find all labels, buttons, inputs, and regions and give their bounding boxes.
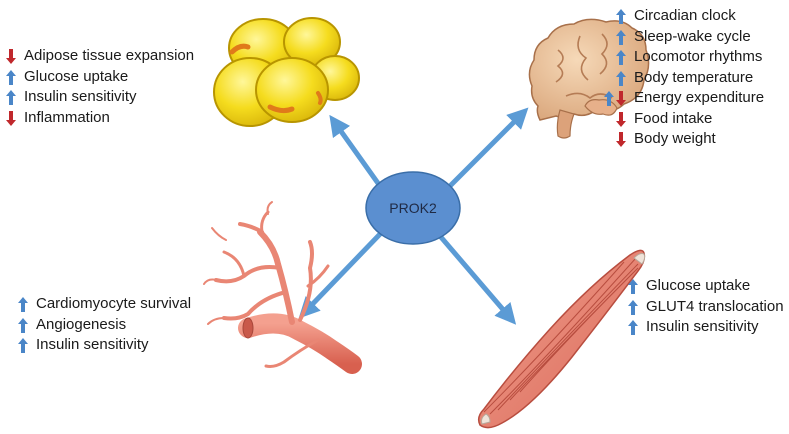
adipose-effect-item: Adipose tissue expansion: [4, 46, 194, 67]
muscle-effect-item: GLUT4 translocation: [626, 297, 784, 318]
adipose-effect-label: Inflammation: [24, 108, 110, 126]
prok2-node: [365, 171, 461, 245]
arrow-up-icon: [616, 9, 626, 24]
vessel-effect-item: Cardiomyocyte survival: [16, 294, 191, 315]
brain-effect-item: Energy expenditure: [604, 88, 765, 109]
brain-effect-item: Locomotor rhythms: [614, 47, 764, 68]
arrow-down-icon: [616, 132, 626, 147]
brain-effect-label: Body weight: [634, 130, 716, 147]
muscle-effect-item: Glucose uptake: [626, 276, 784, 297]
adipose-effect-item: Inflammation: [4, 108, 194, 129]
arrow-up-icon: [628, 279, 638, 294]
brain-effect-label: Energy expenditure: [634, 89, 765, 106]
vessel-effect-label: Cardiomyocyte survival: [36, 295, 192, 312]
brain-effect-item: Food intake: [614, 109, 764, 130]
brain-effect-label: Locomotor rhythms: [634, 48, 763, 65]
arrow-to-brain: [448, 107, 529, 188]
arrow-up-down-icon: [604, 91, 628, 106]
arrow-up-icon: [628, 320, 638, 335]
connector-arrows: [298, 107, 529, 325]
arrow-up-icon: [628, 299, 638, 315]
muscle-effect-item: Insulin sensitivity: [626, 317, 784, 338]
muscle-effect-label: Glucose uptake: [646, 277, 751, 294]
arrow-up-icon: [18, 317, 28, 333]
adipose-effect-item: Glucose uptake: [4, 67, 194, 88]
muscle-effect-label: GLUT4 translocation: [646, 297, 784, 315]
vessel-effect-item: Insulin sensitivity: [16, 335, 191, 356]
adipose-effect-item: Insulin sensitivity: [4, 87, 194, 108]
vessel-effect-label: Angiogenesis: [36, 315, 127, 333]
adipose-effect-label: Glucose uptake: [24, 67, 129, 85]
adipose-cells-illustration: [213, 17, 360, 127]
vessel-effect-item: Angiogenesis: [16, 315, 191, 336]
brain-effect-label: Food intake: [634, 109, 713, 127]
arrow-up-icon: [18, 338, 28, 353]
adipose-effect-label: Insulin sensitivity: [24, 88, 137, 105]
muscle-effect-label: Insulin sensitivity: [646, 318, 759, 335]
arrow-up-icon: [616, 29, 626, 45]
brain-effect-item: Circadian clock: [614, 6, 764, 27]
arrow-up-icon: [18, 297, 28, 312]
brain-effect-label: Sleep-wake cycle: [634, 27, 751, 45]
brain-effect-label: Circadian clock: [634, 7, 736, 24]
arrow-up-icon: [616, 70, 626, 86]
arrow-up-icon: [6, 69, 16, 85]
arrow-to-adipose: [329, 114, 383, 188]
brain-effect-item: Sleep-wake cycle: [614, 27, 764, 48]
prok2-label: PROK2: [389, 200, 437, 216]
adipose-effect-label: Adipose tissue expansion: [24, 47, 195, 64]
brain-effect-item: Body weight: [614, 129, 764, 150]
arrow-to-vessel: [298, 230, 384, 319]
muscle-illustration: [477, 249, 646, 429]
brain-illustration: [528, 18, 650, 139]
arrow-down-icon: [6, 110, 16, 126]
brain-effect-label: Body temperature: [634, 68, 754, 86]
arrow-up-icon: [6, 90, 16, 105]
arrow-to-muscle: [438, 234, 517, 325]
arrow-down-icon: [616, 111, 626, 127]
vessel-effect-label: Insulin sensitivity: [36, 336, 149, 353]
arrow-down-icon: [6, 49, 16, 64]
arrow-up-icon: [616, 50, 626, 65]
brain-effect-item: Body temperature: [614, 68, 764, 89]
blood-vessel-illustration: [203, 201, 362, 374]
